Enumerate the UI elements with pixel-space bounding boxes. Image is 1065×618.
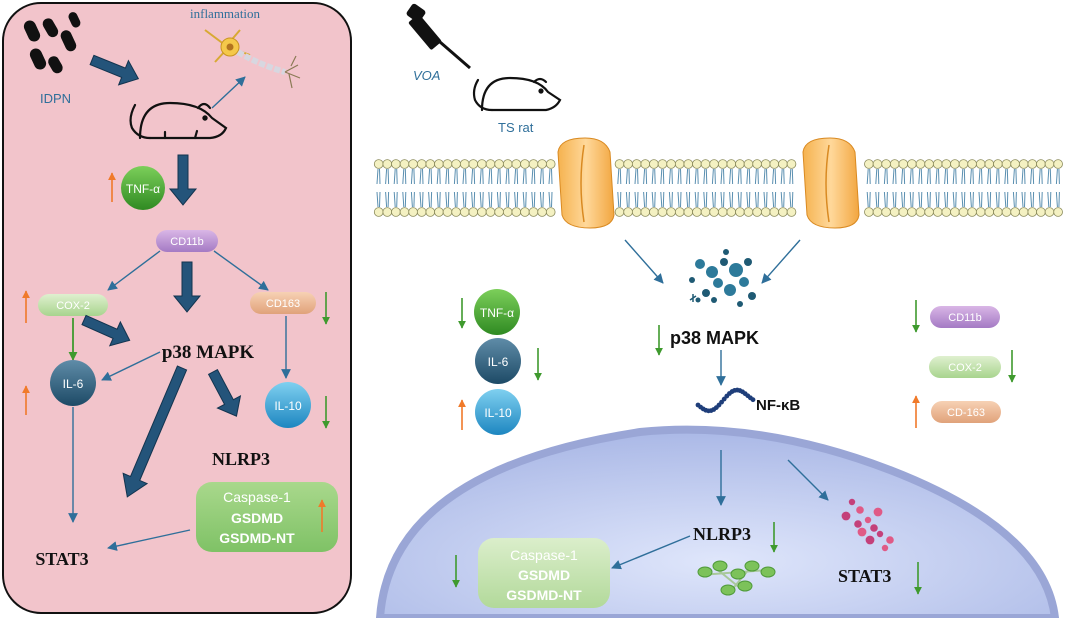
p38-mapk-label: p38 MAPK — [162, 342, 255, 363]
right-stat3-label: STAT3 — [838, 566, 891, 586]
stat3-protein-icon — [841, 498, 894, 552]
il6-label: IL-6 — [63, 377, 84, 391]
cd11b-label: CD11b — [170, 236, 203, 248]
right-il6-label: IL-6 — [488, 355, 509, 369]
right-panel: VOA TS rat p38 MAPK — [373, 3, 1063, 618]
cd11b-node: CD11b — [156, 230, 218, 252]
il10-label: IL-10 — [274, 399, 302, 413]
inflammation-label: inflammation — [190, 6, 261, 21]
nfkb-label: NF-κB — [756, 397, 800, 414]
arrow-caspase-to-stat3 — [107, 529, 191, 551]
dropper-icon — [406, 3, 471, 70]
right-caspase-line-3: GSDMD-NT — [506, 587, 582, 603]
right-il6-node: IL-6 — [475, 338, 521, 384]
ts-rat-label: TS rat — [498, 120, 534, 135]
nlrp3-label: NLRP3 — [212, 449, 270, 469]
rat-icon — [129, 101, 228, 140]
tnf-alpha-label: TNF-α — [126, 182, 160, 196]
voa-label: VOA — [413, 68, 440, 83]
nfkb-protein-icon — [695, 387, 756, 414]
caspase-line-3: GSDMD-NT — [219, 530, 295, 546]
arrow-nfkb-to-stat3 — [787, 459, 829, 501]
il10-node: IL-10 — [265, 382, 311, 428]
left-panel: IDPN inflammation TNF-α — [2, 2, 352, 614]
right-tnf-alpha-label: TNF-α — [480, 306, 514, 320]
right-cd11b-node: CD11b — [930, 306, 1000, 328]
nlrp3-protein-icon — [697, 560, 776, 596]
arrow-cd11b-to-cd163 — [213, 250, 269, 291]
right-cd163-node: CD-163 — [931, 401, 1001, 423]
caspase-line-1: Caspase-1 — [223, 489, 291, 505]
arrow-p38-to-il6 — [101, 351, 161, 381]
right-tnf-alpha-node: TNF-α — [474, 289, 520, 335]
arrow-channel2-to-p38 — [761, 239, 801, 284]
right-caspase-box: Caspase-1 GSDMD GSDMD-NT — [478, 538, 610, 608]
caspase-box: Caspase-1 GSDMD GSDMD-NT — [196, 482, 338, 552]
caspase-line-2: GSDMD — [231, 510, 283, 526]
arrow-p38-to-stat3-a — [122, 365, 188, 498]
left-panel-background — [2, 2, 352, 614]
cox2-node: COX-2 — [38, 294, 108, 316]
right-cd163-label: CD-163 — [947, 407, 985, 419]
il6-node: IL-6 — [50, 360, 96, 406]
cd163-node: CD163 — [250, 292, 316, 314]
right-il10-node: IL-10 — [475, 389, 521, 435]
cd163-label: CD163 — [266, 298, 300, 310]
neuron-icon — [204, 29, 301, 89]
p38-mapk-protein-icon — [689, 249, 756, 307]
right-cd11b-label: CD11b — [948, 312, 981, 324]
right-nlrp3-label: NLRP3 — [693, 524, 751, 544]
right-il10-label: IL-10 — [484, 406, 512, 420]
arrow-channel1-to-p38 — [624, 239, 664, 284]
arrow-rat-to-inflammation — [211, 76, 246, 109]
right-p38-mapk-label: p38 MAPK — [670, 328, 759, 348]
cell-membrane — [373, 159, 1063, 217]
idpn-molecules-icon — [23, 12, 81, 74]
right-cox2-node: COX-2 — [929, 356, 1001, 378]
arrow-cd11b-to-cox2 — [107, 250, 161, 291]
idpn-label: IDPN — [40, 91, 71, 106]
channel-protein-2 — [802, 137, 860, 229]
right-caspase-line-1: Caspase-1 — [510, 547, 578, 563]
stat3-label: STAT3 — [35, 549, 88, 569]
right-caspase-line-2: GSDMD — [518, 567, 570, 583]
tnf-alpha-node: TNF-α — [121, 166, 165, 210]
cox2-label: COX-2 — [56, 300, 90, 312]
ts-rat-icon — [472, 76, 562, 112]
channel-protein-1 — [557, 137, 615, 229]
right-cox2-label: COX-2 — [948, 362, 982, 374]
arrow-nlrp3-to-caspase — [611, 535, 691, 570]
